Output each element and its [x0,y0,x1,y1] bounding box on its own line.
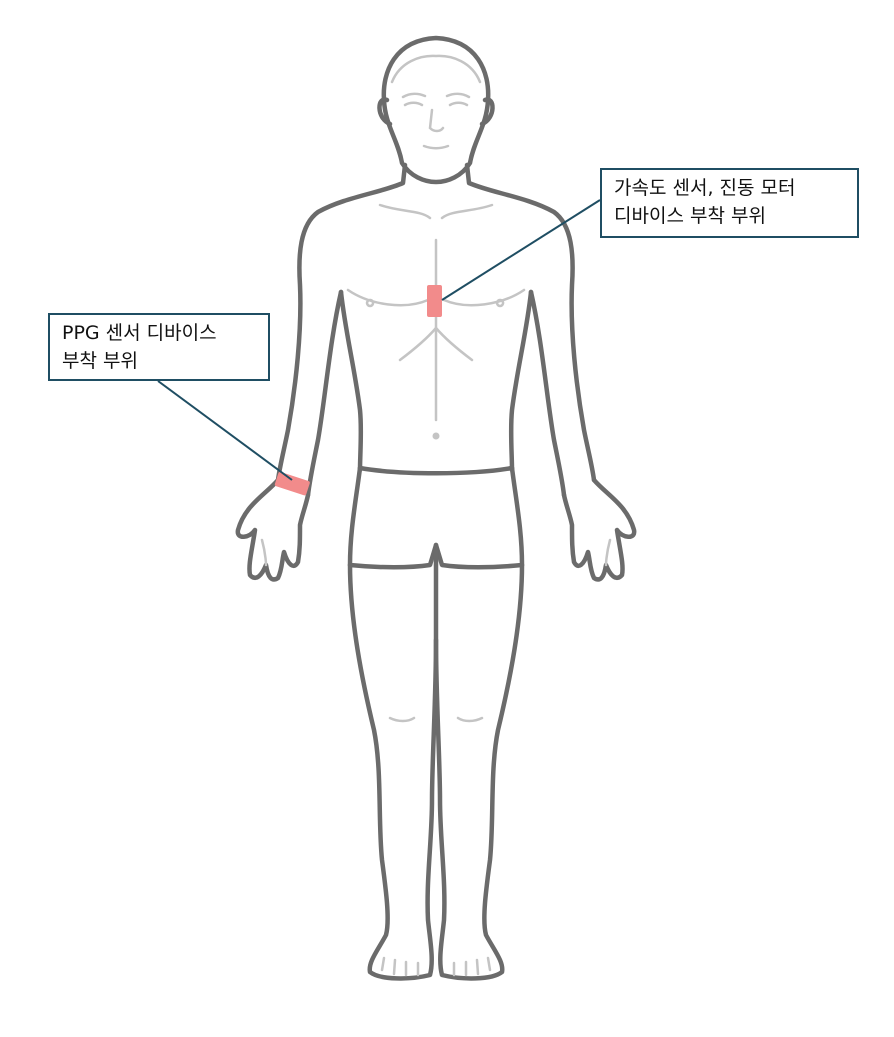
right-toes [452,956,492,977]
chest-device-callout: 가속도 센서, 진동 모터 디바이스 부착 부위 [600,168,859,238]
human-figure [235,35,637,981]
left-ear [377,97,393,127]
wrist-device-marker [274,471,310,496]
wrist-device-callout: PPG 센서 디바이스 부착 부위 [48,313,270,381]
body-details [260,54,612,977]
waistband [357,465,515,476]
navel [432,432,440,440]
rib-line [398,326,474,362]
wrist-callout-line-1: PPG 센서 디바이스 [62,322,217,344]
head-outline [381,35,491,185]
torso-outline [275,162,597,483]
left-eye [403,101,424,107]
left-toes [380,956,420,977]
right-inner-arm [528,289,567,498]
right-nipple [495,298,505,308]
chest-device-marker [427,285,442,317]
right-knee [456,716,484,723]
right-thumb-line [604,538,612,567]
chest-callout-line-1: 가속도 센서, 진동 모터 [614,177,796,199]
left-inner-arm [305,289,344,498]
right-leg [433,562,525,981]
right-hand [561,477,637,582]
left-hand [235,477,311,582]
right-torso-side [508,289,534,473]
left-torso-side [338,289,364,473]
left-eyebrow [401,92,427,99]
chest-leader-line [441,199,601,301]
left-nipple [365,298,375,308]
left-thumb-line [260,538,268,567]
clavicles [378,203,494,220]
right-eyebrow [445,92,471,99]
hairline [390,54,482,84]
chest-callout-line-2: 디바이스 부착 부위 [614,205,766,227]
wrist-leader-line [157,380,293,481]
right-eye [448,101,469,107]
right-ear [479,97,495,127]
left-leg [347,542,439,981]
nose [428,108,445,133]
left-knee [388,716,416,723]
right-pec [442,288,526,307]
mouth [422,144,450,150]
left-pec [346,288,430,307]
wrist-callout-line-2: 부착 부위 [62,350,138,372]
